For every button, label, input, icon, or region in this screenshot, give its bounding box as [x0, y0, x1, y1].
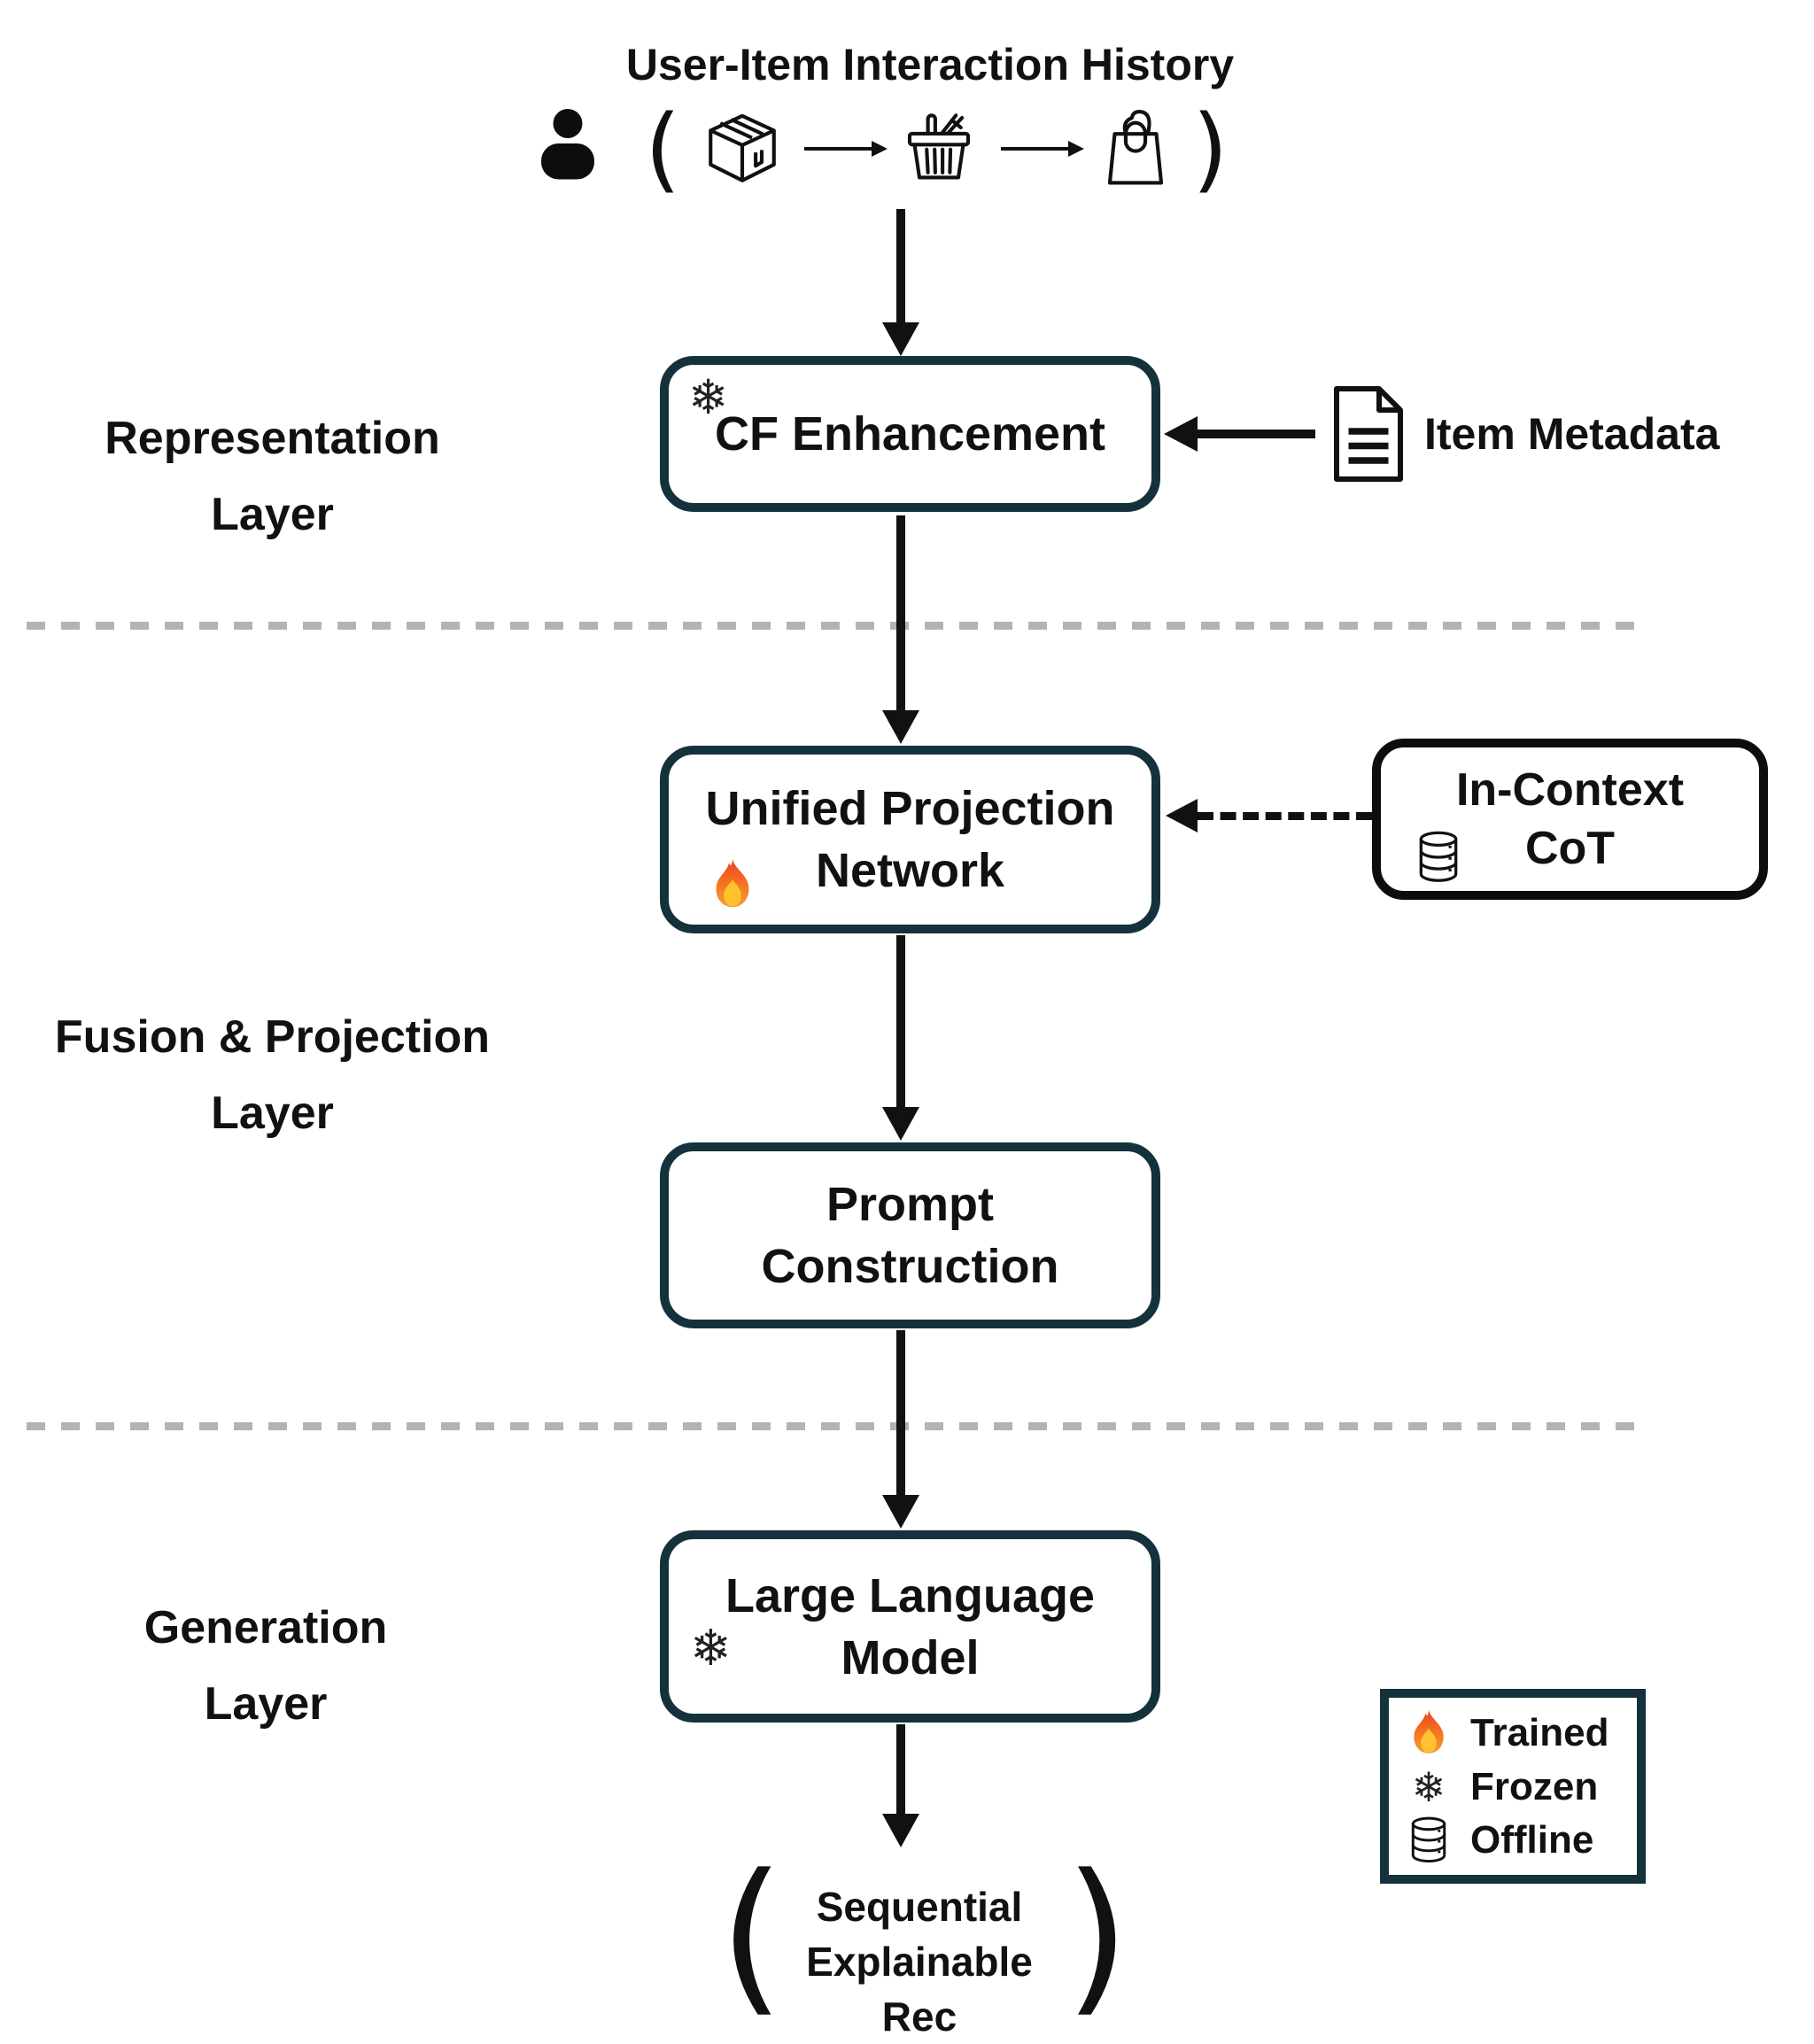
shopping-bag-icon [1107, 110, 1164, 185]
item-metadata-arrow-head [1164, 416, 1198, 452]
legend-label-trained: Trained [1470, 1711, 1609, 1754]
in-context-line2: CoT [1524, 823, 1616, 874]
legend-label-frozen: Frozen [1470, 1765, 1599, 1808]
flow-arrow-cf-upn [896, 515, 905, 714]
unified-projection-network-box: Unified Projection Network [660, 746, 1160, 933]
llm-box: ❄ Large Language Model [660, 1530, 1160, 1723]
prompt-construction-line1: Prompt [826, 1178, 994, 1231]
in-context-cot-box: In-Context CoT [1372, 739, 1768, 900]
history-open-paren: ( [645, 95, 681, 203]
flow-arrow-upn-prompt-head [882, 1107, 919, 1141]
legend-row-frozen: ❄ Frozen [1401, 1765, 1624, 1809]
flow-arrow-llm-output [896, 1724, 905, 1817]
snowflake-icon: ❄ [688, 369, 729, 425]
package-icon [709, 113, 776, 182]
fire-icon [716, 858, 749, 908]
layer-divider-1 [27, 622, 1642, 630]
flow-arrow-cf-upn-head [882, 710, 919, 744]
prompt-construction-box: Prompt Construction [660, 1142, 1160, 1328]
output-label: Sequential Explainable Rec [806, 1884, 1033, 2040]
history-close-paren: ) [1192, 95, 1229, 203]
legend-label-offline: Offline [1470, 1818, 1594, 1862]
diagram-title: User-Item Interaction History [625, 40, 1235, 89]
legend-row-trained: Trained [1401, 1708, 1624, 1758]
flow-arrow-history-cf [896, 209, 905, 324]
history-arrow-2 [1001, 147, 1068, 151]
llm-line2: Model [841, 1630, 980, 1684]
unified-projection-line1: Unified Projection [705, 782, 1115, 835]
cf-enhancement-label: CF Enhancement [714, 407, 1106, 461]
history-arrow-1-head [872, 141, 888, 157]
cf-enhancement-box: ❄ CF Enhancement [660, 356, 1160, 512]
representation-layer-label: Representation Layer [105, 413, 440, 540]
database-icon [1419, 831, 1458, 882]
fusion-projection-layer-label: Fusion & Projection Layer [54, 1011, 491, 1139]
output-close-paren: ) [1065, 1839, 1130, 2032]
incontext-dashed-arrow [1198, 812, 1372, 820]
incontext-arrow-head [1166, 799, 1198, 832]
user-icon [541, 109, 594, 180]
item-metadata-label: Item Metadata [1424, 409, 1720, 459]
unified-projection-line2: Network [815, 844, 1005, 897]
snowflake-icon: ❄ [690, 1620, 732, 1677]
generation-layer-label: Generation Layer [143, 1602, 388, 1730]
prompt-construction-line2: Construction [761, 1240, 1059, 1293]
legend: Trained ❄ Frozen Offline [1380, 1689, 1646, 1884]
llm-line1: Large Language [725, 1568, 1096, 1622]
snowflake-icon: ❄ [1411, 1763, 1446, 1811]
flow-arrow-history-cf-head [882, 322, 919, 356]
history-arrow-2-head [1068, 141, 1084, 157]
database-icon [1401, 1816, 1456, 1864]
flow-arrow-upn-prompt [896, 935, 905, 1111]
legend-row-offline: Offline [1401, 1816, 1624, 1864]
flow-arrow-prompt-llm-head [882, 1495, 919, 1529]
fire-icon [1401, 1708, 1456, 1758]
item-metadata-arrow [1196, 430, 1315, 438]
layer-divider-2 [27, 1422, 1642, 1430]
basket-icon [907, 113, 971, 180]
history-arrow-1 [804, 147, 872, 151]
output-open-paren: ( [719, 1839, 785, 2032]
flow-arrow-prompt-llm [896, 1330, 905, 1498]
in-context-line1: In-Context [1455, 764, 1685, 816]
document-icon [1334, 386, 1403, 482]
flow-arrow-llm-output-head [882, 1814, 919, 1847]
